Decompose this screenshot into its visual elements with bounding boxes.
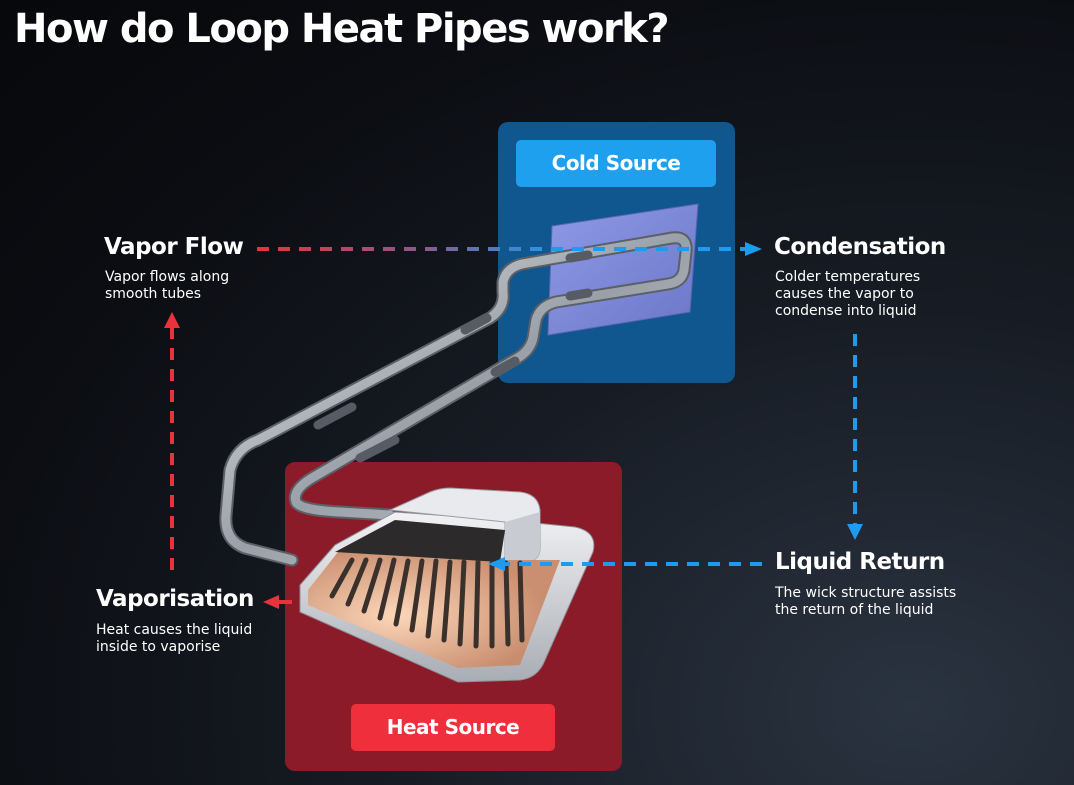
vaporisation-description: Heat causes the liquid inside to vaporis… [96,622,253,655]
evaporator-body [299,487,595,683]
liquid-return-title: Liquid Return [775,549,945,575]
condenser-plate [547,203,699,336]
cold-source-label: Cold Source [516,140,716,187]
vaporisation-title: Vaporisation [96,586,254,612]
heat-source-label: Heat Source [351,704,555,751]
page-title: How do Loop Heat Pipes work? [14,6,670,52]
liquid-return-description: The wick structure assists the return of… [775,585,957,618]
liquid-return-arrow [488,557,762,571]
condensation-down-arrow [847,334,863,540]
vapor-flow-arrow [257,242,762,256]
vapor-line-pipe [219,231,693,567]
vaporisation-arrow [263,595,292,609]
vaporisation-rise-arrow [164,312,180,570]
vapor-flow-title: Vapor Flow [104,234,244,260]
vapor-flow-description: Vapor flows along smooth tubes [105,269,230,302]
condensation-title: Condensation [774,234,946,260]
condensation-description: Colder temperatures causes the vapor to … [775,269,921,319]
